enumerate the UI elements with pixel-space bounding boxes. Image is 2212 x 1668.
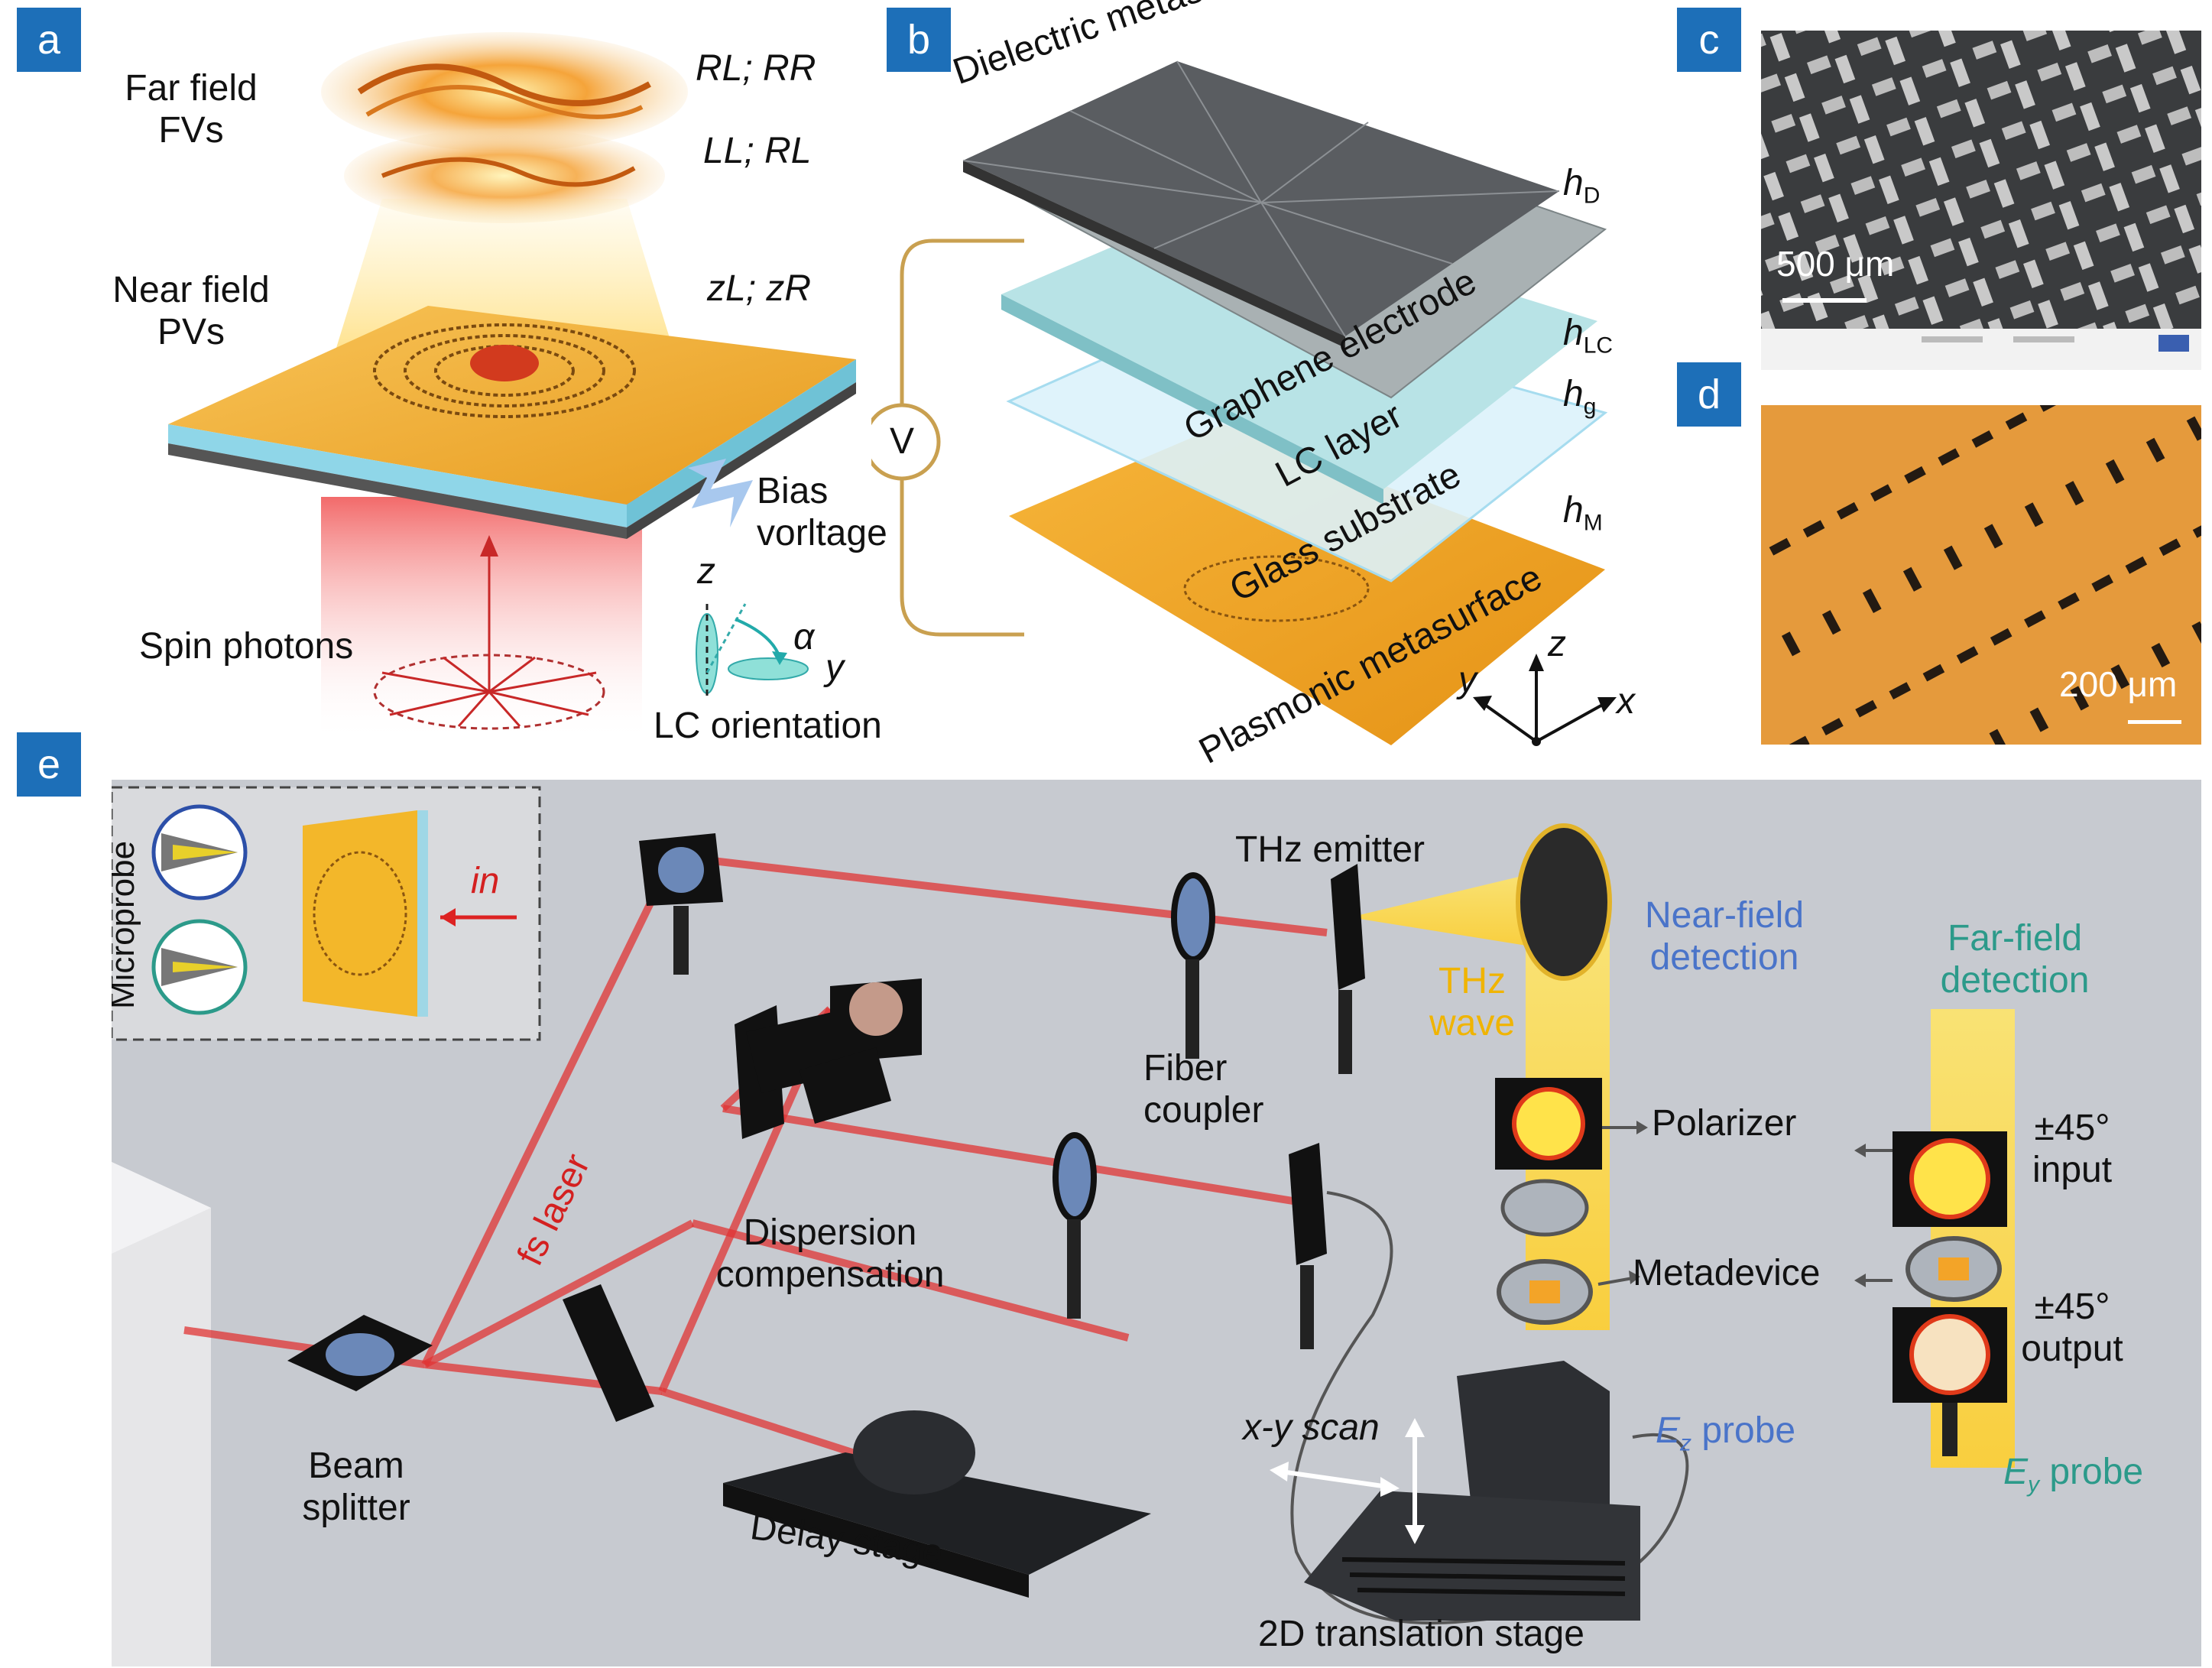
xy-scan-arrows: [1280, 1429, 1417, 1533]
lens-upper: [1171, 872, 1215, 962]
panel-c: 500 μm: [1761, 31, 2201, 370]
rl-rr-label: RL; RR: [696, 48, 816, 89]
translation-stage-base: [1304, 1491, 1640, 1621]
near-field-slab-side-left: [168, 424, 627, 527]
panel-tag-c: c: [1677, 8, 1741, 72]
axis-y-label: y: [1458, 660, 1477, 700]
optical-scalebar: [2128, 720, 2181, 724]
fiber-coupler-device: [1289, 1143, 1327, 1265]
panel-b-graphics: [871, 60, 1617, 746]
bias-lightning-icon: [688, 459, 753, 527]
h-m-label: hM: [1563, 490, 1603, 536]
h-d-label: hD: [1563, 163, 1601, 209]
delay-stage: [723, 1452, 1151, 1575]
dielectric-layer: [963, 61, 1559, 336]
near-field-slab-side-right: [627, 359, 856, 527]
panel-d: 200 μm: [1761, 405, 2201, 745]
scale-500um: 500 μm: [1776, 244, 1895, 284]
probe-mount: [1457, 1361, 1610, 1514]
vortex-swirl: [357, 63, 651, 106]
sem-image: [1761, 31, 2201, 370]
metadevice-label: Metadevice: [1633, 1253, 1821, 1293]
spin-photon-beam: [321, 497, 642, 742]
input-label: ±45°input: [2032, 1108, 2113, 1191]
axis-z-label: z: [1548, 624, 1566, 664]
plasmonic-layer: [1009, 424, 1605, 745]
panel-tag-e: e: [17, 732, 81, 797]
sem-scalebar: [1782, 298, 1867, 303]
lc-axis-y: y: [825, 647, 844, 688]
panel-tag-a: a: [17, 8, 81, 72]
panel-b: Dielectric metasurface Graphene electrod…: [871, 0, 1682, 772]
circuit-wire: [900, 239, 1024, 637]
ey-probe-label: Ey probe: [2003, 1452, 2144, 1498]
dielectric-radial-pattern: [962, 60, 1560, 337]
near-field-spiral: [373, 323, 636, 418]
delay-stage-retroreflector: [853, 1410, 975, 1494]
scale-200um: 200 μm: [2059, 664, 2178, 704]
lc-molecule-tilted: [728, 657, 809, 680]
axis-x-label: x: [1617, 681, 1635, 722]
panel-tag-b: b: [887, 8, 951, 72]
near-field-hotspot: [470, 345, 539, 381]
polarizer-label: Polarizer: [1652, 1103, 1797, 1144]
panel-tag-d: d: [1677, 362, 1741, 427]
voltage-source-icon: [871, 403, 941, 481]
thz-emitter-label: THz emitter: [1235, 829, 1425, 870]
microprobe-metadevice: [303, 810, 417, 1017]
thz-emitter-device: [1331, 864, 1365, 990]
xyz-axes-icon: [1481, 665, 1606, 743]
callout-arrows: [1597, 1126, 1893, 1286]
panel-e-graphics: [112, 786, 2015, 1666]
in-label: in: [471, 861, 500, 901]
spin-arrows: [381, 543, 597, 727]
thz-emitter-beam: [1350, 871, 1541, 948]
optical-microscope-image: [1769, 405, 2201, 745]
h-lc-label: hLC: [1563, 313, 1614, 359]
parabolic-mirror: [1516, 823, 1612, 981]
lc-orientation-label: LC orientation: [654, 706, 882, 746]
laser-source-box: [112, 1162, 211, 1666]
h-g-label: hg: [1563, 374, 1597, 420]
spin-photons-label: Spin photons: [139, 626, 354, 667]
fiber-cable: [1290, 1191, 1689, 1625]
lc-axis-z: z: [697, 551, 715, 592]
mirrors: [287, 833, 922, 1422]
translation-stage-label: 2D translation stage: [1258, 1614, 1584, 1654]
lens-lower: [1052, 1132, 1097, 1222]
panel-a-graphics: [168, 32, 856, 742]
lc-axis-alpha: α: [793, 617, 815, 657]
ll-rl-label: LL; RL: [703, 131, 812, 171]
ez-probe-label: Ez probe: [1656, 1410, 1796, 1456]
microprobe-label: Microprobe: [112, 840, 141, 1009]
xy-scan-label: x-y scan: [1243, 1407, 1380, 1448]
zl-zr-label: zL; zR: [707, 268, 812, 309]
voltage-label: V: [889, 421, 914, 462]
output-label: ±45°output: [2021, 1287, 2123, 1370]
